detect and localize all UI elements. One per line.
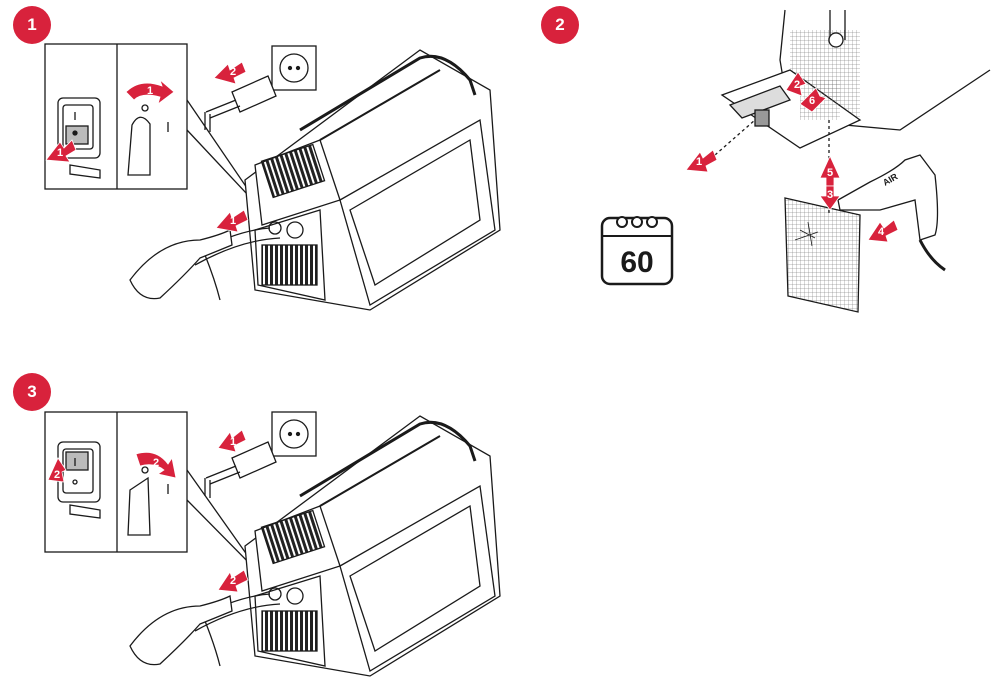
arrow-label: 1 bbox=[696, 156, 702, 168]
mains-plug-icon bbox=[204, 75, 277, 132]
filter-grid-icon bbox=[784, 197, 861, 313]
power-switch-icon bbox=[57, 441, 101, 519]
arrow-2-tray bbox=[785, 71, 807, 97]
arrow-label: 3 bbox=[827, 189, 833, 201]
arrow-label: 2 bbox=[54, 469, 60, 481]
wall-socket-icon bbox=[271, 45, 317, 91]
arrow-5-filter bbox=[819, 155, 841, 187]
arrow-2-switch bbox=[47, 457, 67, 483]
calendar-value: 60 bbox=[620, 246, 653, 279]
arrow-label: 1 bbox=[57, 147, 63, 159]
panel-3-arrows bbox=[47, 429, 249, 593]
hand-icon bbox=[129, 229, 233, 300]
arrow-label: 2 bbox=[230, 575, 236, 587]
arrow-label: 4 bbox=[878, 226, 885, 238]
arrow-label: 1 bbox=[230, 215, 236, 227]
arrow-label: 2 bbox=[153, 457, 159, 469]
panel-1 bbox=[44, 43, 501, 311]
welding-machine-icon bbox=[244, 415, 501, 677]
inset-frame bbox=[44, 411, 188, 553]
arrow-3-filter bbox=[819, 185, 841, 211]
rotary-knob-icon bbox=[127, 104, 169, 176]
arrow-1-tray bbox=[685, 149, 718, 173]
arrow-label: 1 bbox=[147, 85, 153, 97]
arrow-1-cable bbox=[215, 209, 249, 233]
arrow-1-switch bbox=[45, 139, 77, 163]
welding-machine-icon bbox=[244, 49, 501, 311]
step-badge-3: 3 bbox=[13, 373, 51, 411]
rotary-knob-icon bbox=[127, 466, 169, 536]
panel-3 bbox=[44, 411, 501, 677]
filter-tray-icon bbox=[720, 69, 862, 149]
arrow-label: 5 bbox=[827, 167, 833, 179]
panel-2-arrows bbox=[685, 71, 899, 243]
step-badge-2: 2 bbox=[541, 6, 579, 44]
inset-frame bbox=[44, 43, 188, 190]
arrow-2-knob bbox=[135, 451, 177, 479]
step-badge-1: 1 bbox=[13, 6, 51, 44]
wall-socket-icon bbox=[271, 411, 317, 457]
arrow-1-plug bbox=[217, 429, 247, 453]
arrow-6-tray bbox=[799, 87, 827, 113]
hand-icon bbox=[129, 595, 233, 666]
arrow-label: 1 bbox=[230, 436, 236, 448]
arrow-label: 6 bbox=[809, 95, 815, 107]
arrow-label: 2 bbox=[794, 79, 800, 91]
mains-plug-icon bbox=[204, 441, 277, 498]
panel-1-arrows bbox=[45, 61, 249, 233]
air-blow-gun-icon bbox=[837, 154, 946, 272]
arrow-2-cable bbox=[217, 569, 249, 593]
arrow-4-gun bbox=[867, 219, 899, 243]
calendar-icon: 60 bbox=[600, 216, 674, 286]
arrow-label: 2 bbox=[230, 66, 236, 78]
panel-2: AIR bbox=[714, 9, 991, 313]
power-switch-icon bbox=[57, 97, 101, 179]
arrow-1-knob bbox=[125, 78, 175, 106]
arrow-2-plug bbox=[213, 61, 247, 85]
